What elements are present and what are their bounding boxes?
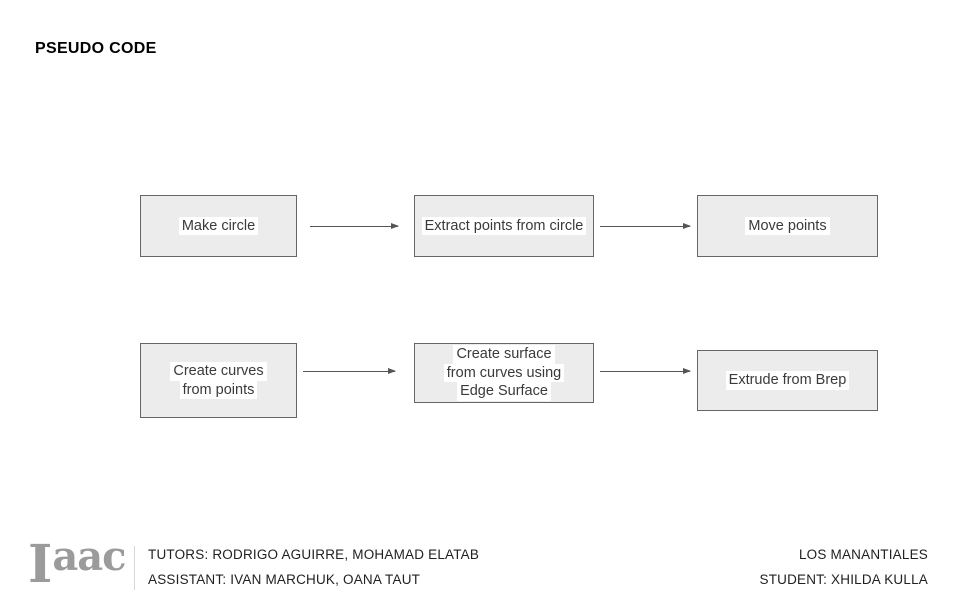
assistant-credit: ASSISTANT: IVAN MARCHUK, OANA TAUT [148,572,421,587]
box-label-line: from curves using [443,363,565,383]
iaac-logo: Iaac [28,537,127,591]
iaac-logo-aac: aac [52,533,126,580]
box-label-line: from points [179,380,258,399]
footer-credits-right: LOS MANANTIALES STUDENT: XHILDA KULLA [759,547,928,597]
box-label-line: Edge Surface [457,382,551,401]
arrow-right-icon [310,222,399,229]
box-label-line: Create surface [453,345,555,364]
box-label-line: Move points [745,216,830,236]
box-label-line: Make circle [178,216,259,236]
iaac-logo-i: I [28,534,53,595]
box-label-line: Extrude from Brep [725,371,850,390]
box-label-line: Create curves [170,362,267,381]
student-credit: STUDENT: XHILDA KULLA [759,572,928,587]
box-label-line: Extract points from circle [421,216,587,236]
footer-credits-left: TUTORS: RODRIGO AGUIRRE, MOHAMAD ELATAB … [148,547,479,597]
flow-box-move-points: Move points [697,195,878,257]
arrow-right-icon [303,367,396,374]
flow-box-make-circle: Make circle [140,195,297,257]
flow-box-extract-points-from-circle: Extract points from circle [414,195,594,257]
arrow-right-icon [600,222,691,229]
flow-box-extrude-from-brep: Extrude from Brep [697,350,878,411]
page-title: PSEUDO CODE [35,40,157,57]
arrow-right-icon [600,367,691,374]
footer-divider [134,546,135,590]
project-title: LOS MANANTIALES [798,547,928,562]
tutors-credit: TUTORS: RODRIGO AGUIRRE, MOHAMAD ELATAB [148,547,480,562]
